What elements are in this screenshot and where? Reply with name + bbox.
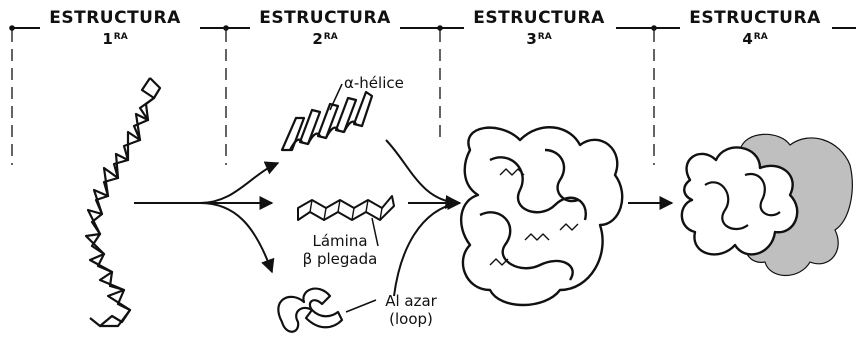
coil-leader (346, 300, 376, 312)
quaternary-structure (682, 134, 852, 275)
random-coil-shape (278, 289, 342, 332)
beta-sheet-shape (298, 196, 394, 220)
beta-sheet-label-line2: β plegada (303, 250, 378, 268)
tertiary-arrows (386, 140, 460, 296)
random-coil-label-line2: (loop) (389, 310, 433, 328)
alpha-helix-label: α-hélice (344, 74, 404, 92)
beta-sheet-label-line1: Lámina (312, 232, 367, 250)
random-coil-label: Al azar (loop) (376, 292, 446, 328)
beta-sheet-label: Lámina β plegada (300, 232, 380, 268)
tertiary-structure (461, 127, 622, 305)
header-rules (10, 26, 856, 30)
alpha-helix-shape (282, 92, 372, 150)
random-coil-label-line1: Al azar (385, 292, 437, 310)
branch-arrows (134, 163, 278, 272)
